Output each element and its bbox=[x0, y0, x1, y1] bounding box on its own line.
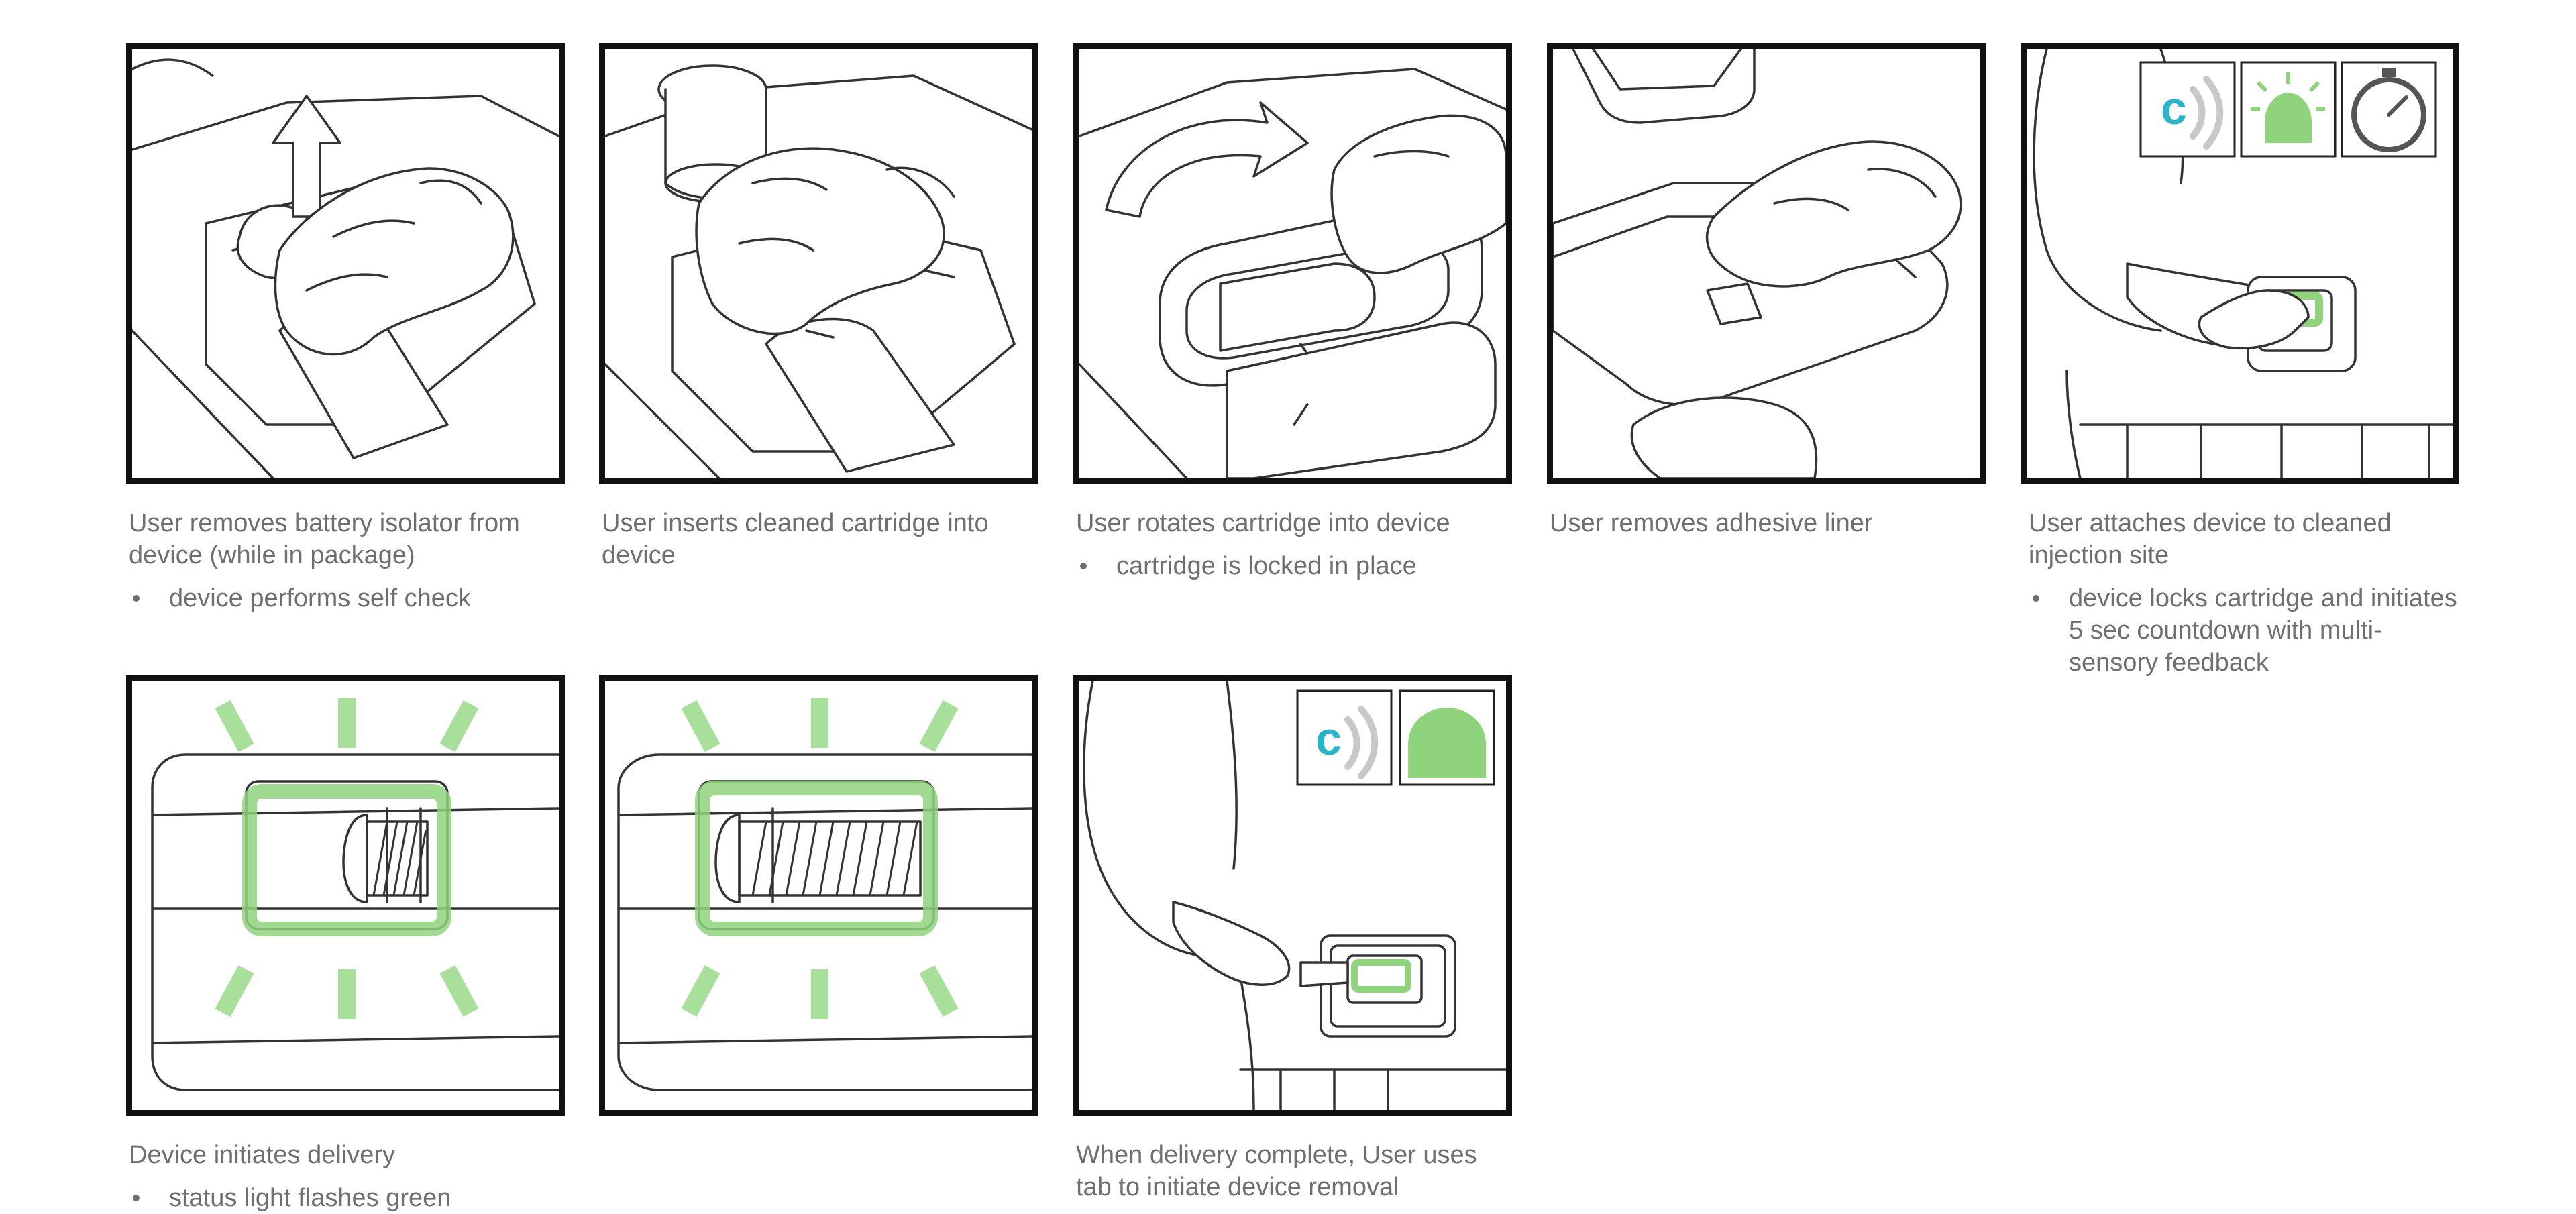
step-3-caption: User rotates cartridge into device cartr… bbox=[1076, 507, 1519, 582]
step-3-title: User rotates cartridge into device bbox=[1076, 509, 1450, 537]
step-6-bullet: status light flashes green bbox=[129, 1182, 572, 1214]
step-5-bullet: device locks cartridge and initiates 5 s… bbox=[2029, 582, 2458, 679]
stopwatch-icon bbox=[2341, 61, 2437, 158]
step-5-bullets: device locks cartridge and initiates 5 s… bbox=[2029, 582, 2458, 679]
step-2-caption: User inserts cleaned cartridge into devi… bbox=[602, 507, 1044, 571]
svg-text:c: c bbox=[1316, 712, 1342, 765]
step-8-caption: When delivery complete, User uses tab to… bbox=[1076, 1139, 1519, 1203]
step-4-title: User removes adhesive liner bbox=[1550, 509, 1873, 537]
step-1-illustration bbox=[126, 43, 565, 484]
step-5-title: User attaches device to cleaned injectio… bbox=[2029, 509, 2392, 569]
step-4-caption: User removes adhesive liner bbox=[1550, 507, 1992, 539]
step-1-caption: User removes battery isolator from devic… bbox=[129, 507, 572, 614]
step-3-bullet: cartridge is locked in place bbox=[1076, 550, 1519, 582]
step-4-illustration bbox=[1547, 43, 1986, 484]
step-6-caption: Device initiates delivery status light f… bbox=[129, 1139, 572, 1214]
step-8-title: When delivery complete, User uses tab to… bbox=[1076, 1141, 1477, 1201]
step-3-illustration bbox=[1073, 43, 1512, 484]
step-6-illustration bbox=[126, 675, 565, 1116]
sound-icon: c bbox=[2139, 61, 2236, 158]
step-7-illustration bbox=[599, 675, 1038, 1116]
svg-text:c: c bbox=[2161, 82, 2187, 134]
step-1-title: User removes battery isolator from devic… bbox=[129, 509, 520, 569]
step-5-caption: User attaches device to cleaned injectio… bbox=[2029, 507, 2458, 679]
status-light-icon bbox=[2240, 61, 2337, 158]
step-2-title: User inserts cleaned cartridge into devi… bbox=[602, 509, 989, 569]
step-1-bullets: device performs self check bbox=[129, 582, 572, 614]
step-1-bullet: device performs self check bbox=[129, 582, 572, 614]
step-3-bullets: cartridge is locked in place bbox=[1076, 550, 1519, 582]
step-6-title: Device initiates delivery bbox=[129, 1141, 396, 1169]
sound-icon: c bbox=[1296, 689, 1393, 786]
status-light-icon bbox=[1399, 689, 1495, 786]
step-8-illustration: c bbox=[1073, 675, 1512, 1116]
step-5-illustration: c bbox=[2021, 43, 2459, 484]
step-6-bullets: status light flashes green bbox=[129, 1182, 572, 1214]
step-2-illustration bbox=[599, 43, 1038, 484]
